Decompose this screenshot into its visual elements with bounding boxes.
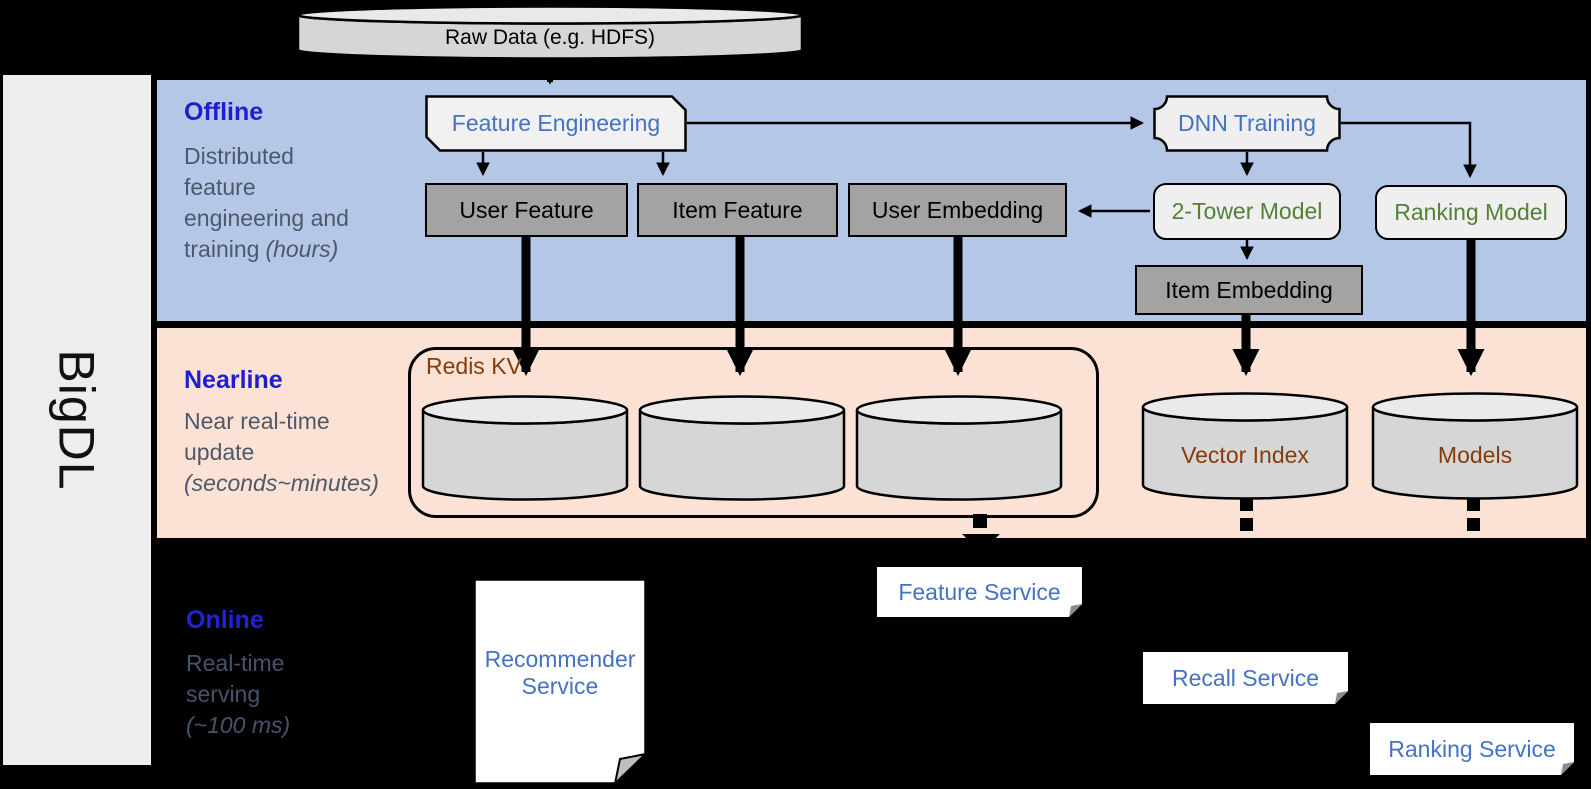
item-feature-node: Item Feature <box>637 183 838 237</box>
cylinder-shape <box>638 395 846 501</box>
bigdl-sidebar: BigDL <box>3 75 151 765</box>
feature-service-label: Feature Service <box>898 578 1061 605</box>
redis-kv-label: Redis KV <box>426 353 522 379</box>
raw-data-label: Raw Data (e.g. HDFS) <box>444 25 656 49</box>
nearline-desc-line: Near real-time <box>184 408 330 434</box>
item-feature-label: Item Feature <box>672 196 803 223</box>
folded-note-shape <box>1143 652 1348 704</box>
recall-service-node: Recall Service <box>1143 652 1348 704</box>
cylinder-shape <box>421 395 629 501</box>
plaque-shape <box>1153 95 1341 152</box>
online-section-description: Real-time serving (~100 ms) <box>186 648 386 741</box>
feature-service-node: Feature Service <box>877 567 1082 617</box>
offline-section-title: Offline <box>184 98 264 126</box>
redis-kv-container <box>408 347 1099 518</box>
dnn-training-label: DNN Training <box>1177 110 1317 137</box>
user-feature-node: User Feature <box>425 183 628 237</box>
bigdl-logo-text: BigDL <box>49 349 105 491</box>
nearline-desc-line: update <box>184 439 255 465</box>
offline-desc-line: Distributed <box>184 143 294 169</box>
ranking-model-label: Ranking Model <box>1394 199 1548 226</box>
item-embedding-node: Item Embedding <box>1135 265 1363 315</box>
two-tower-model-node: 2-Tower Model <box>1153 183 1341 240</box>
cylinder-shape <box>855 395 1063 501</box>
ranking-service-node: Ranking Service <box>1370 723 1574 775</box>
online-section-title: Online <box>186 606 264 634</box>
folded-note-shape <box>1370 723 1574 775</box>
nearline-desc-italic: (seconds~minutes) <box>184 470 379 496</box>
snip-corner-shape <box>425 95 687 152</box>
cylinder-shape <box>296 5 804 60</box>
dnn-training-node: DNN Training <box>1153 95 1341 152</box>
redis-shard-cylinder <box>637 393 847 503</box>
nearline-section-description: Near real-time update (seconds~minutes) <box>184 406 454 499</box>
recommender-service-node: Recommender Service <box>473 578 647 785</box>
user-embedding-label: User Embedding <box>871 196 1044 223</box>
models-store: Models <box>1370 390 1580 502</box>
redis-shard-cylinder <box>854 393 1064 503</box>
user-embedding-node: User Embedding <box>848 183 1067 237</box>
document-shape <box>473 578 647 785</box>
models-label: Models <box>1437 441 1513 468</box>
vector-index-label: Vector Index <box>1181 441 1309 468</box>
recommender-service-label: Recommender Service <box>484 646 636 699</box>
vector-index-store: Vector Index <box>1140 390 1350 502</box>
folded-note-shape <box>877 567 1082 617</box>
redis-shard-cylinder <box>420 393 630 503</box>
offline-desc-line: engineering and <box>184 205 349 231</box>
nearline-section-title: Nearline <box>184 366 283 394</box>
recall-service-label: Recall Service <box>1172 664 1319 691</box>
feature-engineering-node: Feature Engineering <box>425 95 687 152</box>
raw-data-store: Raw Data (e.g. HDFS) <box>295 4 805 62</box>
online-desc-italic: (~100 ms) <box>186 712 291 738</box>
feature-engineering-label: Feature Engineering <box>451 110 661 137</box>
online-desc-line: Real-time <box>186 650 285 676</box>
offline-desc-line: training(hours) <box>184 234 434 265</box>
offline-section-description: Distributed feature engineering and trai… <box>184 141 434 265</box>
cylinder-shape <box>1141 392 1349 500</box>
offline-desc-italic: (hours) <box>265 236 339 262</box>
offline-desc-line: feature <box>184 174 256 200</box>
ranking-model-node: Ranking Model <box>1375 185 1567 240</box>
ranking-service-label: Ranking Service <box>1388 735 1556 762</box>
offline-desc-tail: training <box>184 236 260 262</box>
two-tower-model-label: 2-Tower Model <box>1171 198 1323 225</box>
user-feature-label: User Feature <box>459 196 594 223</box>
cylinder-shape <box>1371 392 1579 500</box>
online-desc-line: serving <box>186 681 261 707</box>
item-embedding-label: Item Embedding <box>1165 276 1333 303</box>
